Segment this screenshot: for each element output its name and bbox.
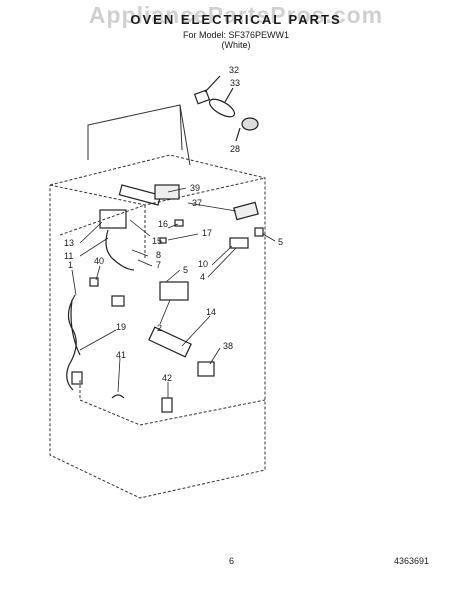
wiring-and-components bbox=[66, 184, 264, 413]
page-number: 6 bbox=[229, 556, 235, 566]
callout-40: 40 bbox=[94, 256, 104, 266]
watermark: AppliancePartsPros.com bbox=[88, 2, 384, 28]
callout-32: 32 bbox=[229, 65, 239, 75]
callout-7: 7 bbox=[156, 260, 161, 270]
oven-light-assembly bbox=[193, 75, 259, 142]
page-title: OVEN ELECTRICAL PARTS bbox=[130, 12, 342, 27]
callout-19: 19 bbox=[116, 322, 126, 332]
callout-15: 15 bbox=[152, 236, 162, 246]
leader-lines bbox=[71, 187, 276, 398]
callout-11: 11 bbox=[64, 251, 73, 261]
callout-1: 1 bbox=[68, 260, 73, 270]
callout-33: 33 bbox=[230, 78, 240, 88]
callout-28: 28 bbox=[230, 144, 240, 154]
callout-42: 42 bbox=[162, 373, 172, 383]
callout-37: 37 bbox=[192, 198, 202, 208]
callout-14: 14 bbox=[206, 307, 216, 317]
callout-16: 16 bbox=[158, 219, 168, 229]
callout-8: 8 bbox=[156, 250, 161, 260]
document-number: 4363691 bbox=[394, 556, 430, 566]
callout-10: 10 bbox=[198, 259, 208, 269]
callout-5: 5 bbox=[183, 265, 188, 275]
callout-39: 39 bbox=[190, 183, 200, 193]
model-line: For Model: SF376PEWW1 bbox=[182, 30, 290, 40]
callout-38: 38 bbox=[223, 341, 233, 351]
callout-5-right: 5 bbox=[278, 237, 283, 247]
callout-2: 2 bbox=[157, 323, 162, 333]
model-subtitle: For Model: SF376PEWW1 (White) bbox=[0, 30, 472, 50]
callout-41: 41 bbox=[116, 350, 126, 360]
part-callouts: 32 33 28 39 37 16 17 13 15 11 8 40 7 5 1… bbox=[64, 65, 283, 383]
color-line: (White) bbox=[221, 40, 251, 50]
callout-4: 4 bbox=[200, 272, 205, 282]
callout-13: 13 bbox=[64, 238, 74, 248]
back-panel bbox=[87, 104, 191, 166]
callout-17: 17 bbox=[202, 228, 212, 238]
